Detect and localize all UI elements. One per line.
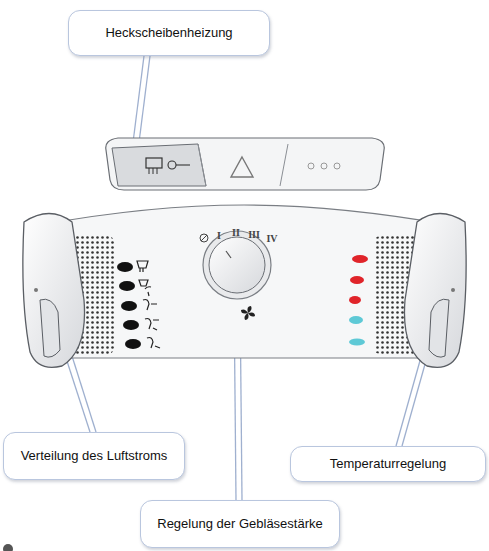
callout-text: Temperaturregelung — [330, 456, 446, 472]
hazard-bar — [106, 138, 385, 190]
fan-speed-mark: II — [232, 227, 240, 238]
fan-speed-mark: III — [248, 229, 260, 240]
callout-box: Heckscheibenheizung — [68, 10, 270, 56]
callout-text: Regelung der Gebläsestärke — [157, 516, 323, 532]
callout-box: Temperaturregelung — [290, 446, 486, 482]
callout-box: Regelung der Gebläsestärke — [140, 500, 340, 548]
callout-text: Verteilung des Luftstroms — [21, 448, 168, 464]
callout-box: Verteilung des Luftstroms — [3, 432, 185, 480]
fan-speed-mark: I — [217, 230, 221, 241]
corner-mark — [3, 544, 13, 551]
callout-text: Heckscheibenheizung — [105, 25, 232, 41]
fan-speed-mark: IV — [266, 233, 277, 244]
control-panel — [23, 205, 466, 367]
